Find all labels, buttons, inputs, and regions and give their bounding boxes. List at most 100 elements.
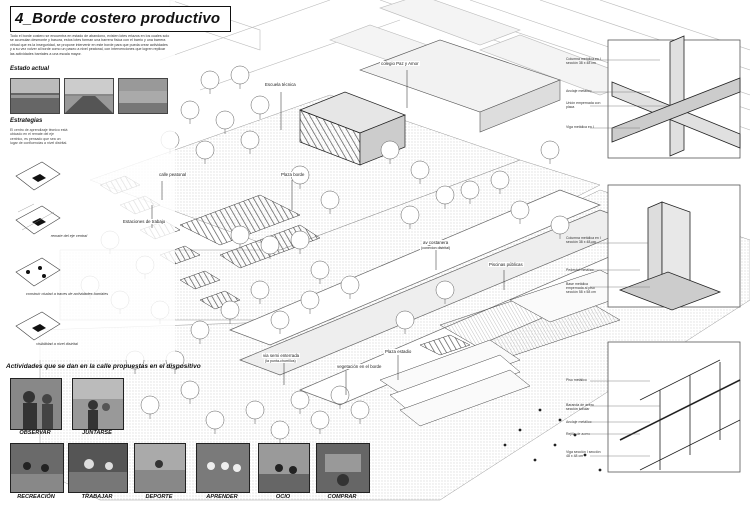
estado-actual-heading: Estado actual (10, 66, 50, 72)
detail2-label-1: Pedestal metálico (566, 268, 594, 272)
activity-photo-ocio (258, 443, 310, 493)
label-escuela-tecnica: Escuela técnica (264, 82, 297, 87)
tree (490, 170, 510, 190)
activity-label-deporte: DEPORTE (145, 494, 173, 500)
tree (250, 95, 270, 115)
tree (180, 380, 200, 400)
tree (290, 390, 310, 410)
activity-photo-deporte (134, 443, 186, 493)
strategy-diagram-2 (14, 202, 62, 240)
detail3-label-4: Viga sección I sección 48 x 48 cm (566, 450, 601, 459)
tree (540, 140, 560, 160)
tree (205, 410, 225, 430)
detail1-label-0: Columna metálica en I sección 38 x 48 cm (566, 57, 601, 66)
tree (320, 190, 340, 210)
escuela-tecnica-building (299, 91, 406, 166)
tree (240, 130, 260, 150)
tree (190, 320, 210, 340)
detail-beam-joint (611, 35, 741, 157)
label-calle-peatonal: calle peatonal (158, 172, 188, 177)
tree (330, 385, 350, 405)
detail3-label-1: Baranda de acero sección tubular (566, 403, 594, 412)
strategy-label-2: construir ciudad a traves de actividades… (25, 292, 109, 296)
tree (460, 180, 480, 200)
activity-photo-aprender (196, 443, 250, 493)
activity-label-recreacion: RECREACIÓN (17, 494, 55, 500)
tree (270, 420, 290, 440)
tree (230, 225, 250, 245)
label-piscinas: Piscinas públicas (488, 262, 524, 267)
intro-text: Todo el borde costero se encuentra en es… (10, 34, 170, 56)
activity-photo-juntarse (72, 378, 124, 430)
tree (215, 110, 235, 130)
tree (435, 185, 455, 205)
strategy-diagram-4 (14, 308, 62, 346)
activity-label-juntarse: JUNTARSE (82, 430, 112, 436)
strategy-diagram-3 (14, 254, 62, 292)
detail3-label-3: Rejilla de acero (566, 432, 591, 436)
tree (310, 410, 330, 430)
photo-beach-2 (118, 78, 168, 114)
activity-photo-comprar (316, 443, 370, 493)
tree (350, 400, 370, 420)
label-av-costanera: av costanera (422, 240, 450, 245)
detail1-label-3: Viga metálica en I (566, 125, 594, 129)
colegio-building (359, 39, 561, 133)
photo-road (64, 78, 114, 114)
estrategias-heading: Estrategias (10, 118, 43, 124)
label-via-semi-enterrada: via semi enterrada (262, 353, 301, 358)
tree (260, 235, 280, 255)
tree (290, 230, 310, 250)
activity-label-ocio: OCIO (275, 494, 291, 500)
label-colegio: colegio Paz y Amor (380, 61, 420, 66)
stepped-terraces (379, 269, 641, 427)
detail-column-base (618, 201, 722, 311)
tree (340, 275, 360, 295)
tree (245, 400, 265, 420)
activity-photo-recreacion (10, 443, 64, 493)
strategy-diagram-1 (14, 158, 62, 196)
tree (220, 300, 240, 320)
tree (250, 280, 270, 300)
label-plaza-estadio: Plaza estadio (384, 349, 413, 354)
detail-railing (619, 359, 741, 471)
photo-beach-1 (10, 78, 60, 114)
people-figures (503, 408, 602, 472)
tree (395, 310, 415, 330)
detail1-label-1: Anclaje metálico (566, 89, 592, 93)
strategy-label-3: visibilidad a nivel distrital (36, 342, 78, 346)
actividades-heading: Actividades que se dan en la calle propu… (6, 363, 201, 370)
tree (270, 310, 290, 330)
estrategias-text: El centro de aprendizaje técnico está ub… (10, 128, 68, 145)
activity-photo-observar (10, 378, 62, 430)
activity-label-comprar: COMPRAR (327, 494, 357, 500)
label-via-semi-sub: (la punta-chorrillos) (264, 359, 297, 363)
tree (200, 70, 220, 90)
label-estaciones-trabajo: Estaciones de trabajo (122, 219, 167, 224)
detail3-label-0: Piso metálico (566, 378, 587, 382)
page-title: 4_Borde costero productivo (10, 6, 232, 32)
tree (510, 200, 530, 220)
detail3-label-2: Anclaje metálico (566, 420, 592, 424)
activity-label-aprender: APRENDER (206, 494, 238, 500)
tree (195, 140, 215, 160)
tree (300, 290, 320, 310)
tree (230, 65, 250, 85)
tree (400, 205, 420, 225)
label-plaza-borde: Plaza borde (280, 172, 306, 177)
activity-label-observar: OBSERVAR (19, 430, 51, 436)
tree (550, 215, 570, 235)
plan-label-leaders (151, 70, 505, 395)
tree (310, 260, 330, 280)
tree (380, 140, 400, 160)
tree (410, 160, 430, 180)
detail1-label-2: Unión empernada con placa (566, 101, 601, 110)
detail-leaders (590, 59, 670, 457)
activity-photo-trabajar (68, 443, 128, 493)
activity-label-trabajar: TRABAJAR (81, 494, 113, 500)
tree (140, 395, 160, 415)
strategy-label-1: remate del eje central (50, 234, 88, 238)
detail2-label-2: Base metálica empernada al piso sección … (566, 282, 596, 295)
detail2-label-0: Columna metálica en I sección 38 x 48 cm (566, 236, 601, 245)
